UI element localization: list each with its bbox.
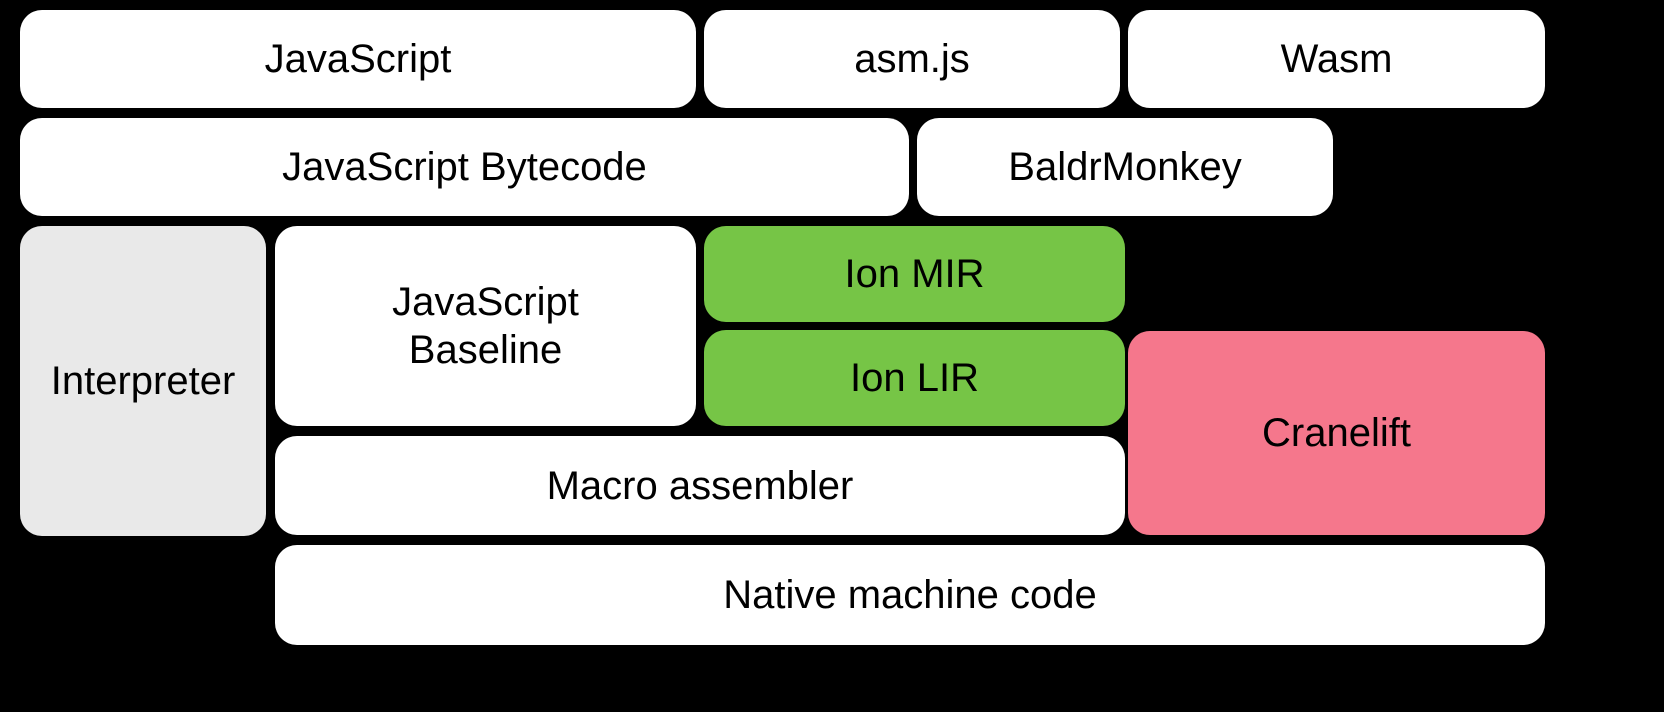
node-javascript-baseline: JavaScript Baseline (275, 226, 696, 426)
node-ion-lir: Ion LIR (704, 330, 1125, 426)
node-cranelift: Cranelift (1128, 331, 1545, 535)
node-ion-mir: Ion MIR (704, 226, 1125, 322)
node-asmjs: asm.js (704, 10, 1120, 108)
node-macro-assembler: Macro assembler (275, 436, 1125, 535)
node-interpreter: Interpreter (20, 226, 266, 536)
node-javascript-bytecode: JavaScript Bytecode (20, 118, 909, 216)
node-baldrmonkey: BaldrMonkey (917, 118, 1333, 216)
node-native-machine-code: Native machine code (275, 545, 1545, 645)
node-javascript: JavaScript (20, 10, 696, 108)
node-wasm: Wasm (1128, 10, 1545, 108)
